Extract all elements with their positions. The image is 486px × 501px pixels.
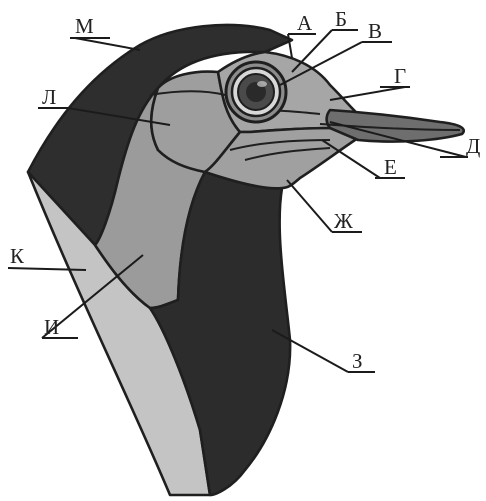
label-V: В — [368, 19, 382, 43]
label-B: Б — [335, 7, 347, 31]
label-E: Е — [384, 155, 397, 179]
leader-E — [322, 140, 380, 178]
label-G: Г — [394, 64, 406, 88]
leader-B — [292, 30, 332, 72]
leader-M — [75, 38, 140, 50]
leader-ZH — [287, 180, 332, 232]
label-L: Л — [42, 85, 56, 109]
label-M: М — [75, 14, 94, 38]
leader-A — [288, 34, 292, 58]
label-Z: З — [352, 349, 363, 373]
leader-G — [330, 87, 405, 100]
label-K: К — [10, 244, 25, 268]
label-I: И — [44, 315, 59, 339]
label-A: А — [297, 11, 313, 35]
label-ZH: Ж — [334, 209, 353, 233]
label-D: Д — [466, 134, 480, 158]
eye-highlight — [257, 81, 267, 87]
